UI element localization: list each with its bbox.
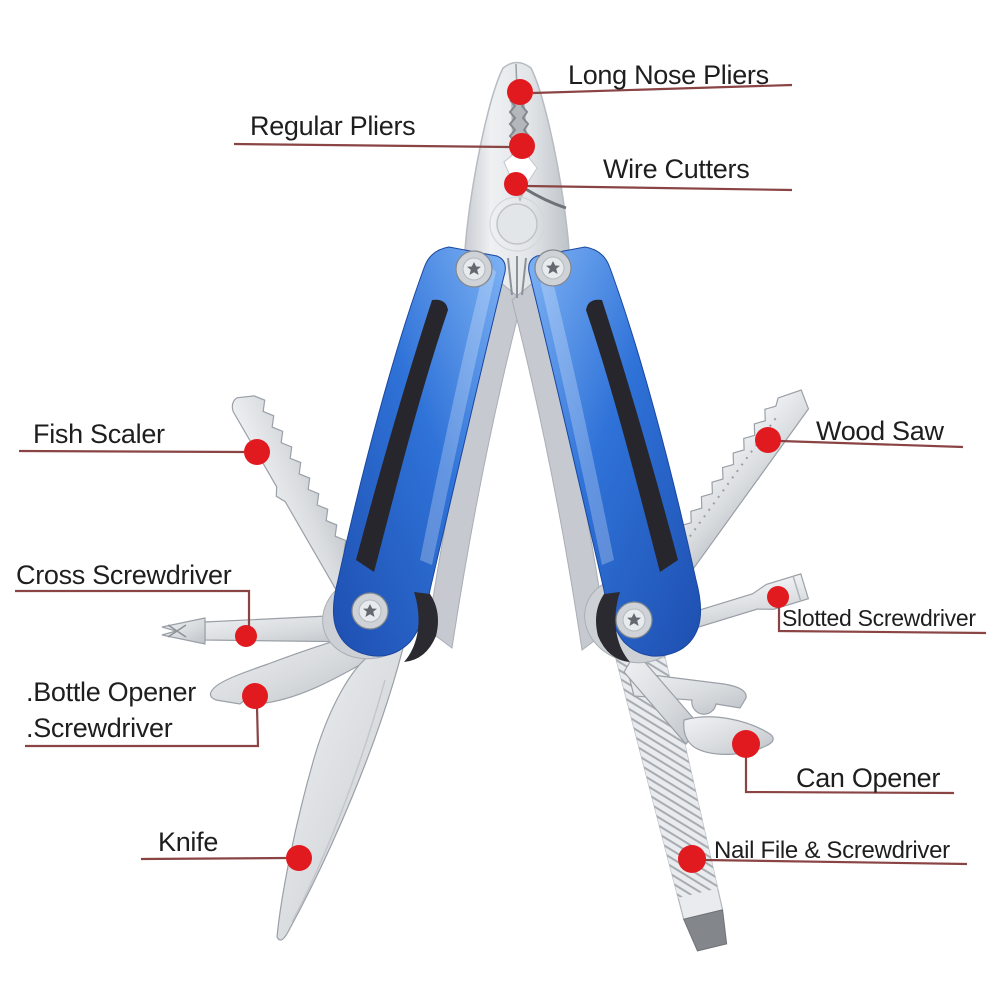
callout-dot-cross-screwdriver: [235, 625, 257, 647]
leader-line-wire-cutters: [526, 184, 793, 192]
callout-dot-knife: [286, 845, 312, 871]
label-slotted-screwdriver: Slotted Screwdriver: [782, 605, 976, 631]
leader-line-regular-pliers: [233, 142, 511, 149]
jaw-serration-left: [508, 99, 517, 143]
leader-line-long-nose-pliers: [532, 83, 793, 95]
handle-screw-top-right: [534, 249, 572, 287]
file-hatch-texture: [615, 646, 718, 898]
right-grip-inlay-lower: [596, 592, 630, 662]
left-handle-sheen: [420, 262, 496, 565]
callout-dot-fish-scaler: [244, 439, 270, 465]
flathead-edge: [792, 575, 802, 602]
file-screwdriver-tip: [682, 909, 728, 952]
callout-dot-bottle-opener-screwdriver: [242, 683, 268, 709]
label-fish-scaler: Fish Scaler: [33, 419, 165, 449]
jaw-serration-right: [520, 99, 530, 137]
label-knife: Knife: [158, 827, 219, 857]
label-long-nose-pliers: Long Nose Pliers: [568, 60, 769, 90]
leader-line-knife: [140, 856, 288, 861]
callout-dot-can-opener: [732, 730, 760, 758]
leader-line-fish-scaler: [18, 449, 246, 454]
callout-dots: [235, 79, 789, 873]
callout-dot-long-nose-pliers: [507, 79, 533, 105]
right-grip-inlay: [586, 299, 678, 572]
callout-dot-regular-pliers: [509, 133, 535, 159]
leader-line-wood-saw: [779, 439, 964, 449]
knife-grind-line: [291, 679, 386, 923]
handle-screw-bottom-left: [351, 592, 389, 630]
label-cross-screwdriver: Cross Screwdriver: [16, 560, 232, 590]
leader-lines: [15, 83, 987, 866]
label-can-opener: Can Opener: [796, 763, 941, 793]
handle-screw-bottom-right: [615, 601, 653, 639]
label-wood-saw: Wood Saw: [816, 416, 944, 446]
label-screwdriver: .Screwdriver: [26, 713, 173, 743]
left-grip-inlay: [356, 299, 448, 572]
label-bottle-opener: .Bottle Opener: [26, 677, 196, 707]
callout-dot-slotted-screwdriver: [767, 586, 789, 608]
callout-dot-wood-saw: [755, 427, 781, 453]
knife-tool: [276, 647, 404, 941]
right-handle-sheen: [538, 262, 614, 565]
leader-line-nail-file-screwdriver: [704, 858, 968, 866]
left-handle: [332, 246, 506, 662]
handle-screw-top-left: [455, 250, 493, 288]
pliers-pivot: [496, 203, 538, 245]
leader-line-bottle-opener-screwdriver: [25, 706, 260, 748]
callout-dot-wire-cutters: [504, 172, 528, 196]
spring-fork: [507, 256, 527, 298]
label-regular-pliers: Regular Pliers: [250, 111, 416, 141]
phillips-tip-cross: [167, 624, 187, 638]
callout-dot-nail-file-screwdriver: [678, 845, 706, 873]
wire-cutter-notch: [523, 186, 567, 210]
pliers-pivot-ring: [489, 196, 545, 252]
label-wire-cutters: Wire Cutters: [603, 154, 750, 184]
leader-line-slotted-screwdriver: [777, 607, 987, 635]
leader-line-can-opener: [744, 756, 955, 795]
label-nail-file-screwdriver: Nail File & Screwdriver: [714, 837, 950, 864]
leader-line-cross-screwdriver: [15, 589, 251, 628]
right-handle: [528, 246, 702, 662]
left-grip-inlay-lower: [404, 592, 438, 662]
